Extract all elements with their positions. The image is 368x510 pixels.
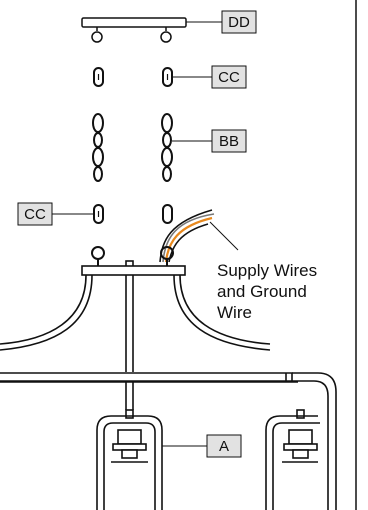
label-dd-text: DD <box>228 14 250 31</box>
caption-line-3: Wire <box>217 303 252 322</box>
supply-wires-caption: Supply Wires and Ground Wire <box>217 261 317 322</box>
cc-links-top <box>93 67 173 87</box>
lamp-holder-a <box>96 382 163 510</box>
label-bb-text: BB <box>219 133 239 150</box>
label-a-text: A <box>219 438 229 455</box>
canopy-plate <box>81 17 187 43</box>
label-bb: BB <box>211 129 247 153</box>
lamp-holder-right <box>265 409 320 510</box>
chain-right <box>161 113 173 182</box>
label-cc-top: CC <box>211 65 247 89</box>
label-a: A <box>206 434 242 458</box>
label-cc-left: CC <box>17 202 53 226</box>
label-dd: DD <box>221 10 257 34</box>
chain-left <box>92 113 104 182</box>
fixture-body <box>0 260 337 510</box>
label-leaders <box>52 21 222 447</box>
caption-line-1: Supply Wires <box>217 261 317 280</box>
supply-wires <box>159 209 215 263</box>
label-cc-top-text: CC <box>218 69 240 86</box>
label-cc-left-text: CC <box>24 206 46 223</box>
wire-leader-line <box>209 221 239 251</box>
caption-line-2: and Ground <box>217 282 307 301</box>
cc-links-bottom <box>93 204 173 224</box>
fixture-loops <box>91 246 174 266</box>
